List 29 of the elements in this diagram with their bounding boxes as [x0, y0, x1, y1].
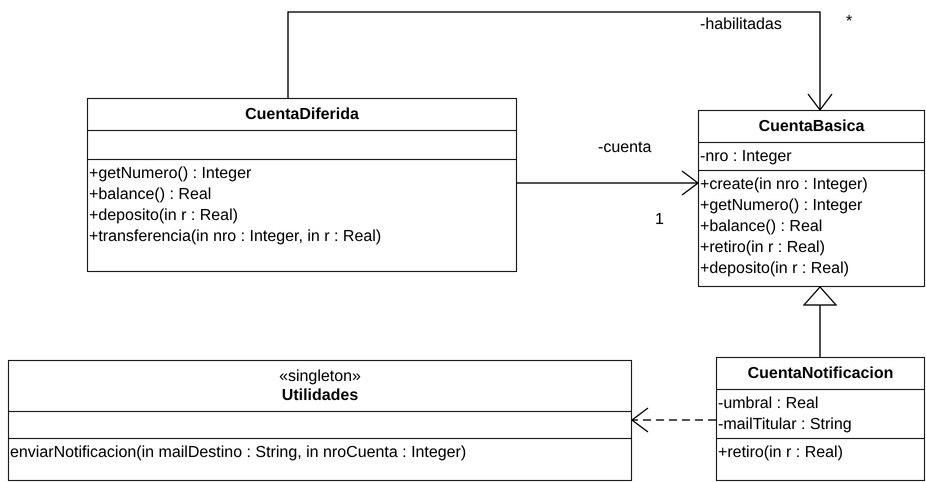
class-box: [716, 357, 925, 481]
dependency-arrow: [631, 407, 716, 433]
association-arrow: [517, 170, 699, 196]
association-arrow: [287, 11, 833, 111]
member-text: -nro : Integer: [700, 147, 793, 167]
member-text: +retiro(in r : Real): [700, 238, 826, 258]
class-box: [698, 110, 925, 287]
member-text: +deposito(in r : Real): [89, 206, 239, 226]
member-text: +balance() : Real: [89, 185, 212, 205]
member-text: -mailTitular : String: [718, 415, 853, 435]
generalization-arrow: [803, 286, 837, 357]
multiplicity-label: *: [846, 12, 852, 32]
class-box: [87, 98, 517, 272]
class-name: CuentaBasica: [758, 117, 864, 136]
member-text: +retiro(in r : Real): [718, 443, 844, 463]
member-text: +getNumero() : Integer: [700, 196, 864, 216]
member-text: +getNumero() : Integer: [89, 164, 252, 184]
stereotype-text: «singleton»: [279, 367, 361, 386]
member-text: +deposito(in r : Real): [700, 259, 850, 279]
member-text: +create(in nro : Integer): [700, 175, 869, 195]
member-text: enviarNotificacion(in mailDestino : String, in nroCuenta : Integer): [10, 443, 468, 463]
member-text: +transferencia(in nro : Integer, in r : Real): [89, 227, 382, 247]
class-name: CuentaNotificacion: [748, 364, 894, 383]
class-name: Utilidades: [282, 386, 358, 405]
member-text: +balance() : Real: [700, 217, 824, 237]
member-text: -umbral : Real: [718, 394, 820, 414]
class-box: [8, 360, 632, 481]
class-name: CuentaDiferida: [245, 105, 359, 124]
multiplicity-label: 1: [655, 210, 664, 230]
